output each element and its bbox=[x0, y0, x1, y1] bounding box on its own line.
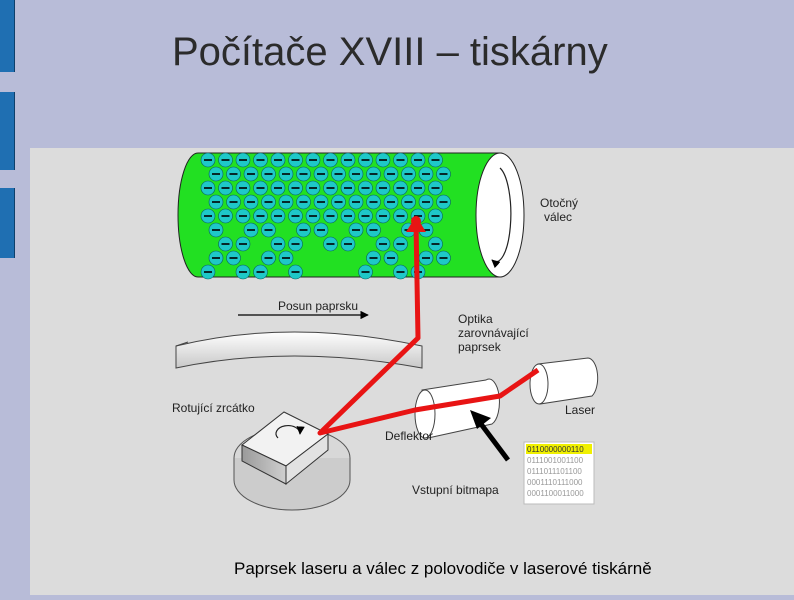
bitmap-row: 0111001001100 bbox=[527, 456, 584, 465]
bitmap-row: 0001110111000 bbox=[527, 478, 583, 487]
laser-printer-diagram: Posun paprsku bbox=[172, 152, 599, 511]
mirror-rotation-arrow bbox=[275, 424, 305, 439]
bitmap-row: 0110000000110 bbox=[527, 445, 584, 454]
drum-end-cap bbox=[475, 152, 525, 278]
label-laser: Laser bbox=[565, 403, 595, 417]
bitmap-row: 0111011101100 bbox=[527, 467, 582, 476]
left-accent-bar-1 bbox=[0, 0, 15, 72]
left-accent-bar-3 bbox=[0, 188, 15, 258]
diagram-panel: Posun paprsku bbox=[30, 148, 794, 595]
drum-rotation-arrow bbox=[491, 167, 512, 269]
bitmap-rows: 0110000000110 0111001001100 0111011101100 0… bbox=[526, 444, 592, 498]
bitmap-input-arrow bbox=[470, 410, 510, 462]
slide-caption: Paprsek laseru a válec z polovodiče v la… bbox=[234, 559, 652, 578]
aligning-optics bbox=[175, 331, 423, 369]
bitmap-row: 0001100011000 bbox=[527, 489, 584, 498]
label-bitmap: Vstupní bitmapa bbox=[412, 483, 499, 497]
label-mirror: Rotující zrcátko bbox=[172, 401, 255, 415]
left-accent-bar-2 bbox=[0, 92, 15, 170]
laser-unit bbox=[529, 357, 599, 405]
input-bitmap: 0110000000110 0111001001100 0111011101100 0… bbox=[523, 441, 595, 505]
bitmap-row-highlight bbox=[526, 444, 592, 454]
charge-particles bbox=[200, 152, 451, 280]
slide-title: Počítače XVIII – tiskárny bbox=[172, 30, 608, 74]
rotating-drum bbox=[177, 152, 525, 280]
laser-beam bbox=[317, 216, 540, 436]
label-deflector: Deflektor bbox=[385, 429, 433, 443]
label-scan: Posun paprsku bbox=[278, 299, 358, 313]
rotating-mirror bbox=[233, 411, 351, 511]
